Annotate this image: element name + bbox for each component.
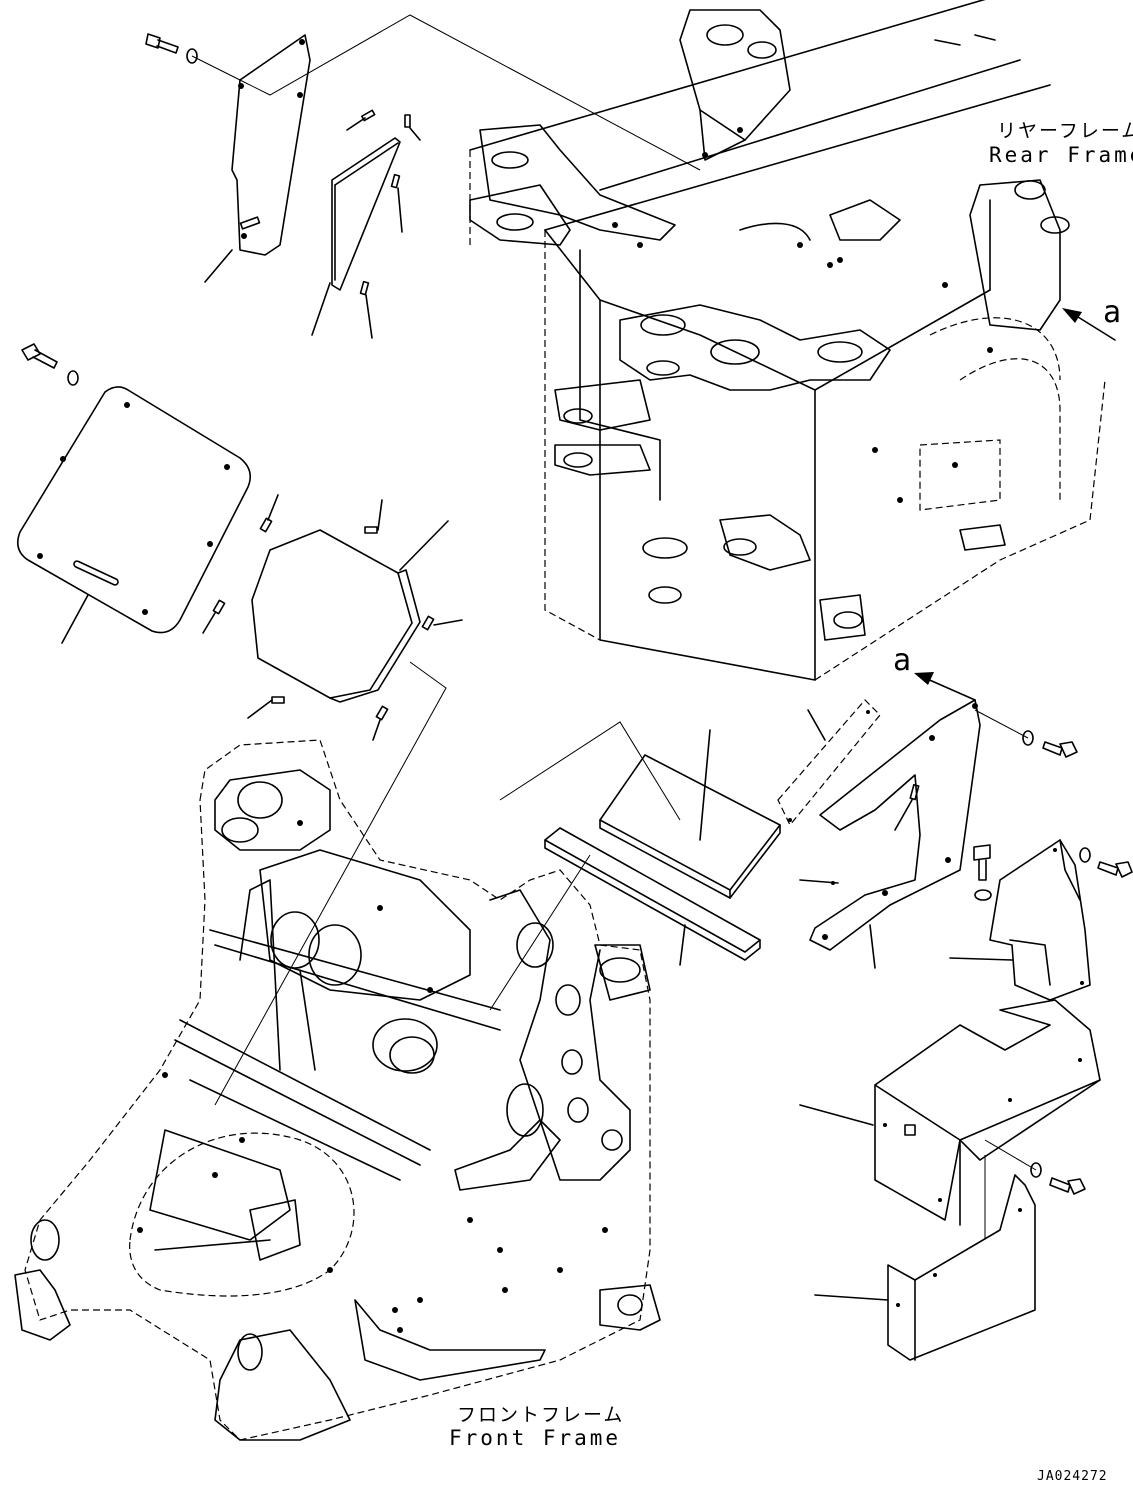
bolt-washer-1: [145, 33, 198, 64]
view-arrow-a-bracket: [914, 672, 976, 701]
rear-frame-label-jp: リヤーフレーム: [997, 120, 1133, 142]
front-frame-label-en: Front Frame: [449, 1426, 622, 1450]
bolt-washer-5: [984, 1139, 1086, 1195]
leader-lines-top: [191, 14, 701, 171]
cover-plate-large: [17, 386, 251, 644]
rubber-seal-plate-1: [311, 109, 421, 339]
bolt-washer-3: [974, 709, 1078, 758]
bolt-washer-2: [21, 343, 79, 386]
leader-line-octagon: [214, 661, 447, 1106]
cover-box: [799, 999, 1101, 1260]
cover-small: [949, 839, 1091, 1001]
rear-frame: [469, 0, 1106, 681]
bolt-vertical: [973, 844, 992, 901]
rubber-seal-bracket: [777, 699, 881, 827]
bracket-plate: [799, 699, 981, 969]
drawing-reference: JA024272: [1037, 1469, 1108, 1484]
cover-l-plate: [814, 1174, 1036, 1361]
rubber-strip: [489, 827, 761, 1011]
front-frame: [14, 739, 661, 1441]
rubber-pad-block: [499, 721, 781, 899]
rear-frame-label-en: Rear Frame: [989, 143, 1133, 167]
view-a-label-bracket: a: [893, 643, 912, 678]
view-a-label-rear: a: [1103, 295, 1122, 330]
rubber-seal-octagon: [202, 494, 463, 741]
front-frame-label-jp: フロントフレーム: [457, 1404, 625, 1426]
cover-plate-upper-left: [204, 34, 311, 283]
bolt-washer-4: [1079, 847, 1133, 878]
view-arrow-a-rear: [1062, 308, 1116, 341]
